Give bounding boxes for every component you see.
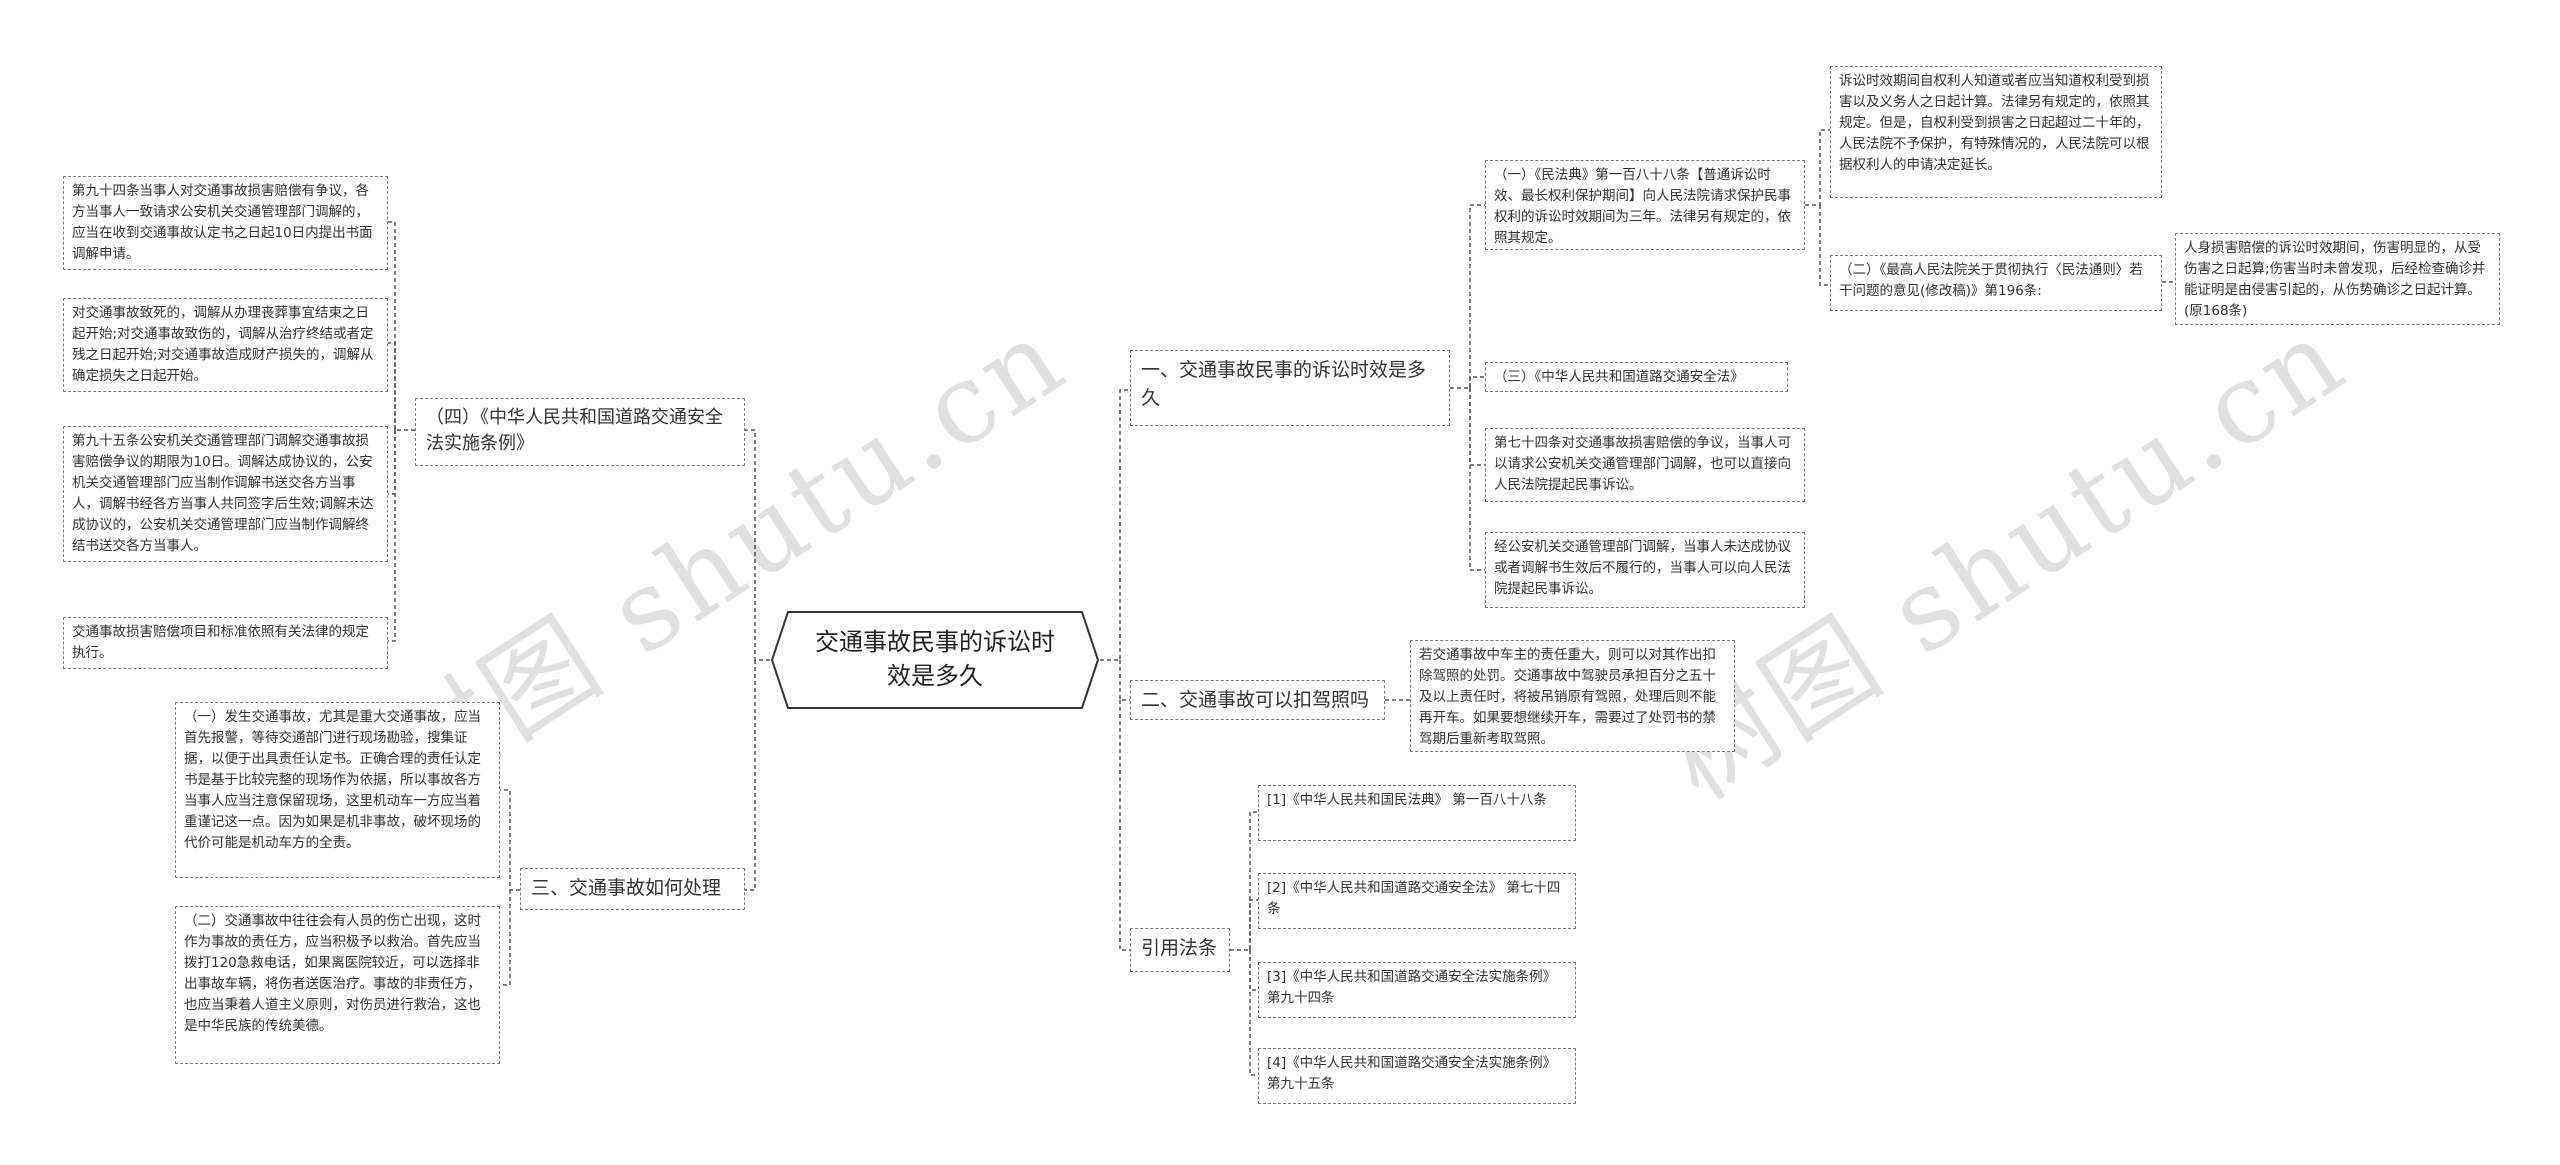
branch-license-deduction[interactable]: 二、交通事故可以扣驾照吗 (1130, 680, 1385, 720)
b3-cite-1[interactable]: [1]《中华人民共和国民法典》 第一百八十八条 (1258, 785, 1576, 841)
b1-supreme-court-opinion[interactable]: （二）《最高人民法院关于贯彻执行〈民法通则〉若干问题的意见(修改稿)》第196条… (1830, 255, 2162, 311)
b5-report-police[interactable]: （一）发生交通事故，尤其是重大交通事故，应当首先报警，等待交通部门进行现场勘验，… (175, 702, 500, 878)
b3-cite-4[interactable]: [4]《中华人民共和国道路交通安全法实施条例》 第九十五条 (1258, 1048, 1576, 1104)
branch-implementation-regulations[interactable]: （四）《中华人民共和国道路交通安全法实施条例》 (415, 398, 745, 466)
b3-cite-2[interactable]: [2]《中华人民共和国道路交通安全法》 第七十四条 (1258, 873, 1576, 929)
b1-art74[interactable]: 第七十四条对交通事故损害赔偿的争议，当事人可以请求公安机关交通管理部门调解，也可… (1485, 428, 1805, 502)
central-topic-title: 交通事故民事的诉讼时效是多久 (815, 628, 1055, 690)
branch-cited-laws[interactable]: 引用法条 (1130, 928, 1230, 972)
b2-license-penalty[interactable]: 若交通事故中车主的责任重大，则可以对其作出扣除驾照的处罚。交通事故中驾驶员承担百… (1410, 640, 1735, 752)
b1-civil-code-art188-detail[interactable]: 诉讼时效期间自权利人知道或者应当知道权利受到损害以及义务人之日起计算。法律另有规… (1830, 66, 2162, 198)
branch-accident-handling[interactable]: 三、交通事故如何处理 (520, 868, 745, 910)
b4-art94[interactable]: 第九十四条当事人对交通事故损害赔偿有争议，各方当事人一致请求公安机关交通管理部门… (63, 176, 388, 270)
b1-supreme-court-opinion-detail[interactable]: 人身损害赔偿的诉讼时效期间，伤害明显的，从受伤害之日起算;伤害当时未曾发现，后经… (2175, 233, 2500, 325)
branch-statute-of-limitations[interactable]: 一、交通事故民事的诉讼时效是多久 (1130, 350, 1450, 426)
b1-civil-code-art188[interactable]: （一）《民法典》第一百八十八条【普通诉讼时效、最长权利保护期间】向人民法院请求保… (1485, 160, 1805, 250)
b4-compensation-standard[interactable]: 交通事故损害赔偿项目和标准依照有关法律的规定执行。 (63, 617, 388, 669)
b3-cite-3[interactable]: [3]《中华人民共和国道路交通安全法实施条例》 第九十四条 (1258, 962, 1576, 1018)
central-topic[interactable]: 交通事故民事的诉讼时效是多久 (770, 610, 1100, 710)
b1-mediation-fail[interactable]: 经公安机关交通管理部门调解，当事人未达成协议或者调解书生效后不履行的，当事人可以… (1485, 532, 1805, 608)
b5-rescue-injured[interactable]: （二）交通事故中往往会有人员的伤亡出现，这时作为事故的责任方，应当积极予以救治。… (175, 906, 500, 1064)
b4-mediation-start[interactable]: 对交通事故致死的，调解从办理丧葬事宜结束之日起开始;对交通事故致伤的，调解从治疗… (63, 298, 388, 392)
central-topic-hexagon (770, 611, 1100, 709)
b1-road-traffic-safety-law[interactable]: （三）《中华人民共和国道路交通安全法》 (1485, 362, 1788, 392)
b4-art95[interactable]: 第九十五条公安机关交通管理部门调解交通事故损害赔偿争议的期限为10日。调解达成协… (63, 426, 388, 562)
